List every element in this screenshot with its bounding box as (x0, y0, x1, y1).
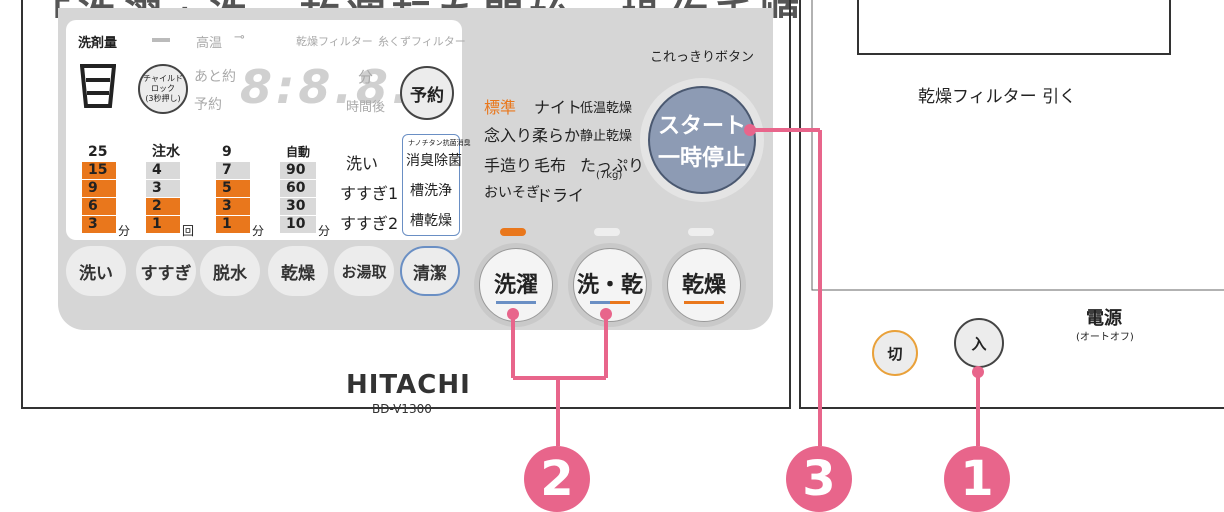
course-handmade: 手造り (484, 156, 533, 175)
start-caption: これっきりボタン (650, 50, 755, 65)
start-button[interactable]: スタート 一時停止 (648, 86, 756, 194)
column-cell: 6 (82, 198, 116, 215)
hot-label: 高温 (196, 36, 223, 51)
column-cell: 60 (280, 180, 316, 197)
process-rinse2: すすぎ2 (340, 214, 399, 233)
column-spin-time: 9 7 5 3 1 (216, 144, 250, 234)
led-wash (500, 228, 526, 236)
column-cell: 30 (280, 198, 316, 215)
power-off-button[interactable]: 切 (872, 330, 918, 376)
child-lock-button[interactable]: チャイルド ロック (3秒押し) (138, 64, 188, 114)
indicator-bar (152, 38, 170, 42)
column-cell: 10 (280, 216, 316, 233)
column-cell: 1 (146, 216, 180, 233)
course-blanket: 毛布 (534, 156, 567, 175)
process-wash: 洗い (346, 154, 379, 173)
wash-button[interactable]: 洗い (66, 246, 126, 296)
dry-filter-label: 乾燥フィルター (296, 35, 373, 48)
led-dry (688, 228, 714, 236)
course-static-dry: 静止乾燥 (580, 129, 633, 144)
column-wash-time: 25 15 9 6 3 (82, 144, 116, 234)
remaining-label: あと約 (194, 69, 236, 85)
power-label: 電源 (1086, 308, 1122, 329)
detergent-cup-icon (80, 64, 116, 108)
care-small-label: ナノチタン抗菌消臭 (408, 139, 471, 147)
time-display: 8:8.8. (240, 60, 414, 114)
course-dry-clean: ドライ (536, 186, 585, 205)
course-soft: 柔らか (532, 126, 581, 145)
power-sub-label: (オートオフ) (1076, 332, 1134, 343)
spin-button[interactable]: 脱水 (200, 246, 260, 296)
course-quick: おいそぎ (484, 185, 540, 201)
column-top: 注水 (152, 144, 180, 160)
dry-button[interactable]: 乾燥 (268, 246, 328, 296)
hot-water-button[interactable]: お湯取 (334, 246, 394, 296)
column-cell: 3 (146, 180, 180, 197)
column-cell: 3 (82, 216, 116, 233)
pause-label: 一時停止 (657, 146, 746, 171)
reserve-small-label: 予約 (194, 97, 222, 113)
column-dry-time: 自動 90 60 30 10 (280, 144, 316, 234)
course-plenty: たっぷり (580, 156, 645, 175)
display-panel (66, 20, 462, 240)
column-cell: 90 (280, 162, 316, 179)
column-unit: 分 (252, 224, 265, 238)
process-rinse1: すすぎ1 (340, 184, 399, 203)
column-cell: 1 (216, 216, 250, 233)
care-tub-clean: 槽洗浄 (410, 183, 452, 199)
callout-3: 3 (786, 446, 852, 512)
reserve-button[interactable]: 予約 (400, 66, 454, 120)
course-night: ナイト (534, 98, 583, 117)
column-cell: 5 (216, 180, 250, 197)
lint-filter-label: 糸くずフィルター (378, 35, 466, 48)
dry-mode-face: 乾燥 (667, 248, 741, 322)
hours-after-label: 時間後 (346, 100, 386, 115)
filter-pull-label: 乾燥フィルター 引く (918, 87, 1077, 107)
care-deodorize: 消臭除菌 (406, 153, 462, 169)
wash-underline (496, 300, 536, 304)
column-cell: 15 (82, 162, 116, 179)
column-cell: 9 (82, 180, 116, 197)
course-standard: 標準 (484, 98, 517, 117)
column-top: 自動 (286, 145, 311, 159)
dry-underline (684, 300, 724, 304)
course-careful: 念入り (484, 126, 533, 145)
course-note: (7kg) (596, 170, 623, 181)
start-label: スタート (657, 114, 746, 139)
care-box (402, 134, 460, 236)
column-unit: 分 (118, 224, 131, 238)
clean-button[interactable]: 清潔 (400, 246, 460, 296)
key-icon: ⊸ (234, 30, 245, 45)
model-label: BD-V1300 (372, 402, 432, 416)
column-cell: 2 (146, 198, 180, 215)
care-tub-dry: 槽乾燥 (410, 213, 452, 229)
course-lowtemp: 低温乾燥 (580, 101, 633, 116)
column-cell: 7 (216, 162, 250, 179)
column-unit: 分 (318, 224, 331, 238)
column-rinse-count: 注水 4 3 2 1 (146, 144, 180, 234)
brand-logo: HITACHI (346, 370, 471, 400)
column-top: 25 (88, 144, 108, 160)
wash-dry-underline (590, 300, 630, 304)
wash-dry-mode-face: 洗・乾 (573, 248, 647, 322)
rinse-button[interactable]: すすぎ (136, 246, 196, 296)
power-on-button[interactable]: 入 (954, 318, 1004, 368)
column-top: 9 (222, 144, 232, 160)
column-cell: 4 (146, 162, 180, 179)
wash-mode-label: 洗濯 (493, 272, 538, 298)
detergent-label: 洗剤量 (78, 36, 118, 51)
minute-label: 分 (358, 68, 374, 86)
dry-mode-button[interactable]: 乾燥 (662, 243, 746, 327)
dry-mode-label: 乾燥 (681, 272, 726, 298)
callout-1: 1 (944, 446, 1010, 512)
led-wash-dry (594, 228, 620, 236)
column-cell: 3 (216, 198, 250, 215)
callout-2: 2 (524, 446, 590, 512)
wash-dry-mode-label: 洗・乾 (576, 272, 643, 298)
column-unit: 回 (182, 224, 195, 238)
